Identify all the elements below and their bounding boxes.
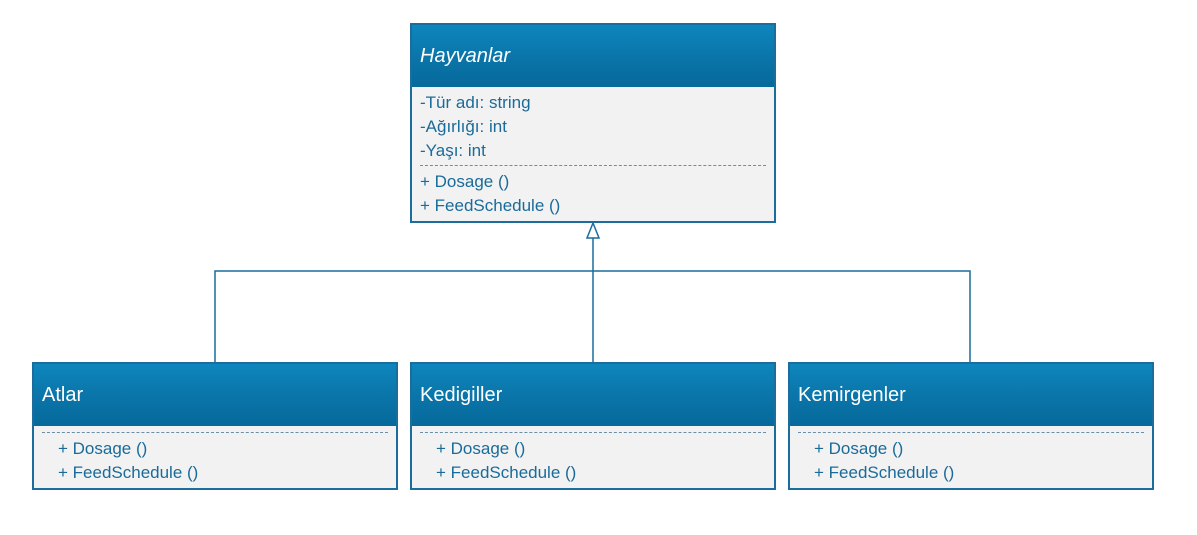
operation-row: + Dosage () <box>436 439 526 458</box>
attribute-row: -Ağırlığı: int <box>420 117 507 136</box>
class-kedigiller[interactable]: Kedigiller + Dosage () + FeedSchedule () <box>410 362 776 490</box>
operation-row: + Dosage () <box>814 439 904 458</box>
operation-row: + FeedSchedule () <box>436 463 577 482</box>
class-header: Kedigiller <box>412 364 774 426</box>
class-name: Hayvanlar <box>420 44 511 67</box>
operation-row: + FeedSchedule () <box>814 463 955 482</box>
generalization-arrowhead <box>585 220 601 239</box>
operation-row: + Dosage () <box>58 439 148 458</box>
class-body: -Tür adı: string -Ağırlığı: int -Yaşı: i… <box>412 87 774 218</box>
class-name: Atlar <box>42 383 84 406</box>
class-body: + Dosage () + FeedSchedule () <box>412 426 774 485</box>
operation-row: + FeedSchedule () <box>420 196 561 215</box>
compartment-divider <box>798 432 1144 433</box>
operation-row: + FeedSchedule () <box>58 463 199 482</box>
compartment-divider <box>420 165 766 166</box>
class-header: Kemirgenler <box>790 364 1152 426</box>
connector-atlar <box>214 270 593 362</box>
attribute-row: -Yaşı: int <box>420 141 486 160</box>
attribute-row: -Tür adı: string <box>420 93 531 112</box>
class-header: Atlar <box>34 364 396 426</box>
class-header: Hayvanlar <box>412 25 774 87</box>
operation-row: + Dosage () <box>420 172 510 191</box>
compartment-divider <box>42 432 388 433</box>
class-name: Kedigiller <box>420 383 503 406</box>
class-body: + Dosage () + FeedSchedule () <box>34 426 396 485</box>
class-name: Kemirgenler <box>798 383 906 406</box>
class-atlar[interactable]: Atlar + Dosage () + FeedSchedule () <box>32 362 398 490</box>
class-kemirgenler[interactable]: Kemirgenler + Dosage () + FeedSchedule (… <box>788 362 1154 490</box>
compartment-divider <box>420 432 766 433</box>
connector-kemirgenler <box>593 270 971 362</box>
class-body: + Dosage () + FeedSchedule () <box>790 426 1152 485</box>
class-hayvanlar[interactable]: Hayvanlar -Tür adı: string -Ağırlığı: in… <box>410 23 776 223</box>
